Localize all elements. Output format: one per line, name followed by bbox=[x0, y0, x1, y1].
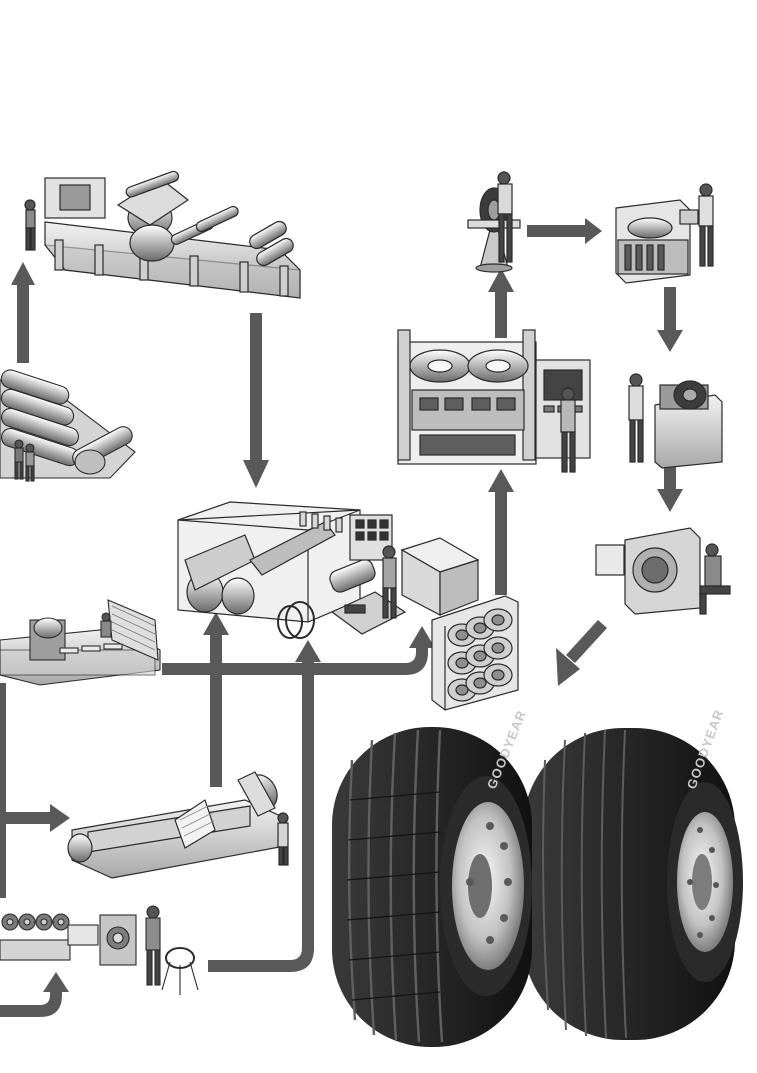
arrow-uniformity-to-xray bbox=[657, 466, 683, 512]
arrow-cutting-to-rack bbox=[162, 626, 435, 675]
arrow-left-branches bbox=[0, 683, 70, 1017]
arrow-xray-to-tires bbox=[556, 620, 607, 686]
arrow-bead-line-to-builder bbox=[208, 640, 321, 972]
arrow-stand-to-machine bbox=[527, 218, 602, 244]
arrow-rolls-to-calender bbox=[11, 262, 35, 363]
arrow-extruder-to-builder bbox=[203, 612, 229, 787]
calender-machine bbox=[24, 170, 301, 299]
tire-building-machine bbox=[177, 501, 480, 639]
arrow-calender-to-builder bbox=[243, 313, 269, 488]
arrow-machine-to-uniformity bbox=[657, 287, 683, 352]
front-truck-tire: GOODYEAR bbox=[332, 708, 532, 1047]
bead-making-line bbox=[0, 905, 199, 995]
curing-press bbox=[397, 329, 591, 473]
arrow-press-to-stand bbox=[488, 268, 514, 338]
rubber-rolls-storage bbox=[0, 369, 136, 482]
green-tire-rack bbox=[431, 595, 519, 711]
rear-truck-tire: GOODYEAR bbox=[523, 707, 743, 1040]
flow-arrows bbox=[0, 218, 683, 1017]
finished-truck-tires: GOODYEAR GOODYEAR bbox=[332, 707, 743, 1047]
tire-inspection-stand bbox=[467, 171, 521, 273]
automated-inspection-machine bbox=[615, 183, 714, 284]
arrow-rack-to-press bbox=[488, 469, 514, 595]
fabric-cutting-machine bbox=[0, 599, 161, 686]
x-ray-inspection-machine bbox=[595, 527, 731, 615]
uniformity-test-machine bbox=[628, 373, 723, 469]
tread-extruder bbox=[67, 771, 289, 879]
